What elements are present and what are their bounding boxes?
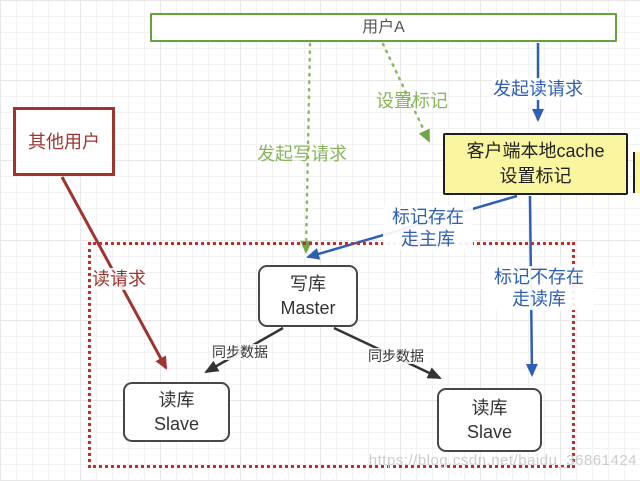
label-sync-data-left: 同步数据 — [211, 344, 269, 360]
node-user-a: 用户A — [150, 13, 617, 42]
node-slave-db-right: 读库 Slave — [437, 388, 542, 452]
node-master-db: 写库 Master — [258, 265, 358, 327]
node-slave-db-left-line1: 读库 — [158, 390, 195, 410]
node-master-db-line1: 写库 — [290, 274, 326, 294]
label-flag-missing-line2: 走读库 — [512, 289, 566, 309]
node-master-db-line2: Master — [280, 298, 336, 318]
node-other-users: 其他用户 — [13, 107, 115, 176]
label-flag-exists-line2: 走主库 — [401, 229, 455, 249]
node-slave-db-right-line1: 读库 — [471, 398, 508, 418]
label-sync-data-right: 同步数据 — [367, 348, 425, 364]
node-client-cache: 客户端本地cache 设置标记 — [443, 133, 628, 195]
label-flag-exists-line1: 标记存在 — [392, 207, 464, 227]
node-user-a-label: 用户A — [362, 18, 405, 36]
node-client-cache-line1: 客户端本地cache — [466, 141, 605, 161]
label-read-request: 读请求 — [91, 268, 147, 290]
arrow-usera-to-master-dotted — [300, 42, 313, 254]
database-cluster-region — [88, 242, 575, 468]
node-other-users-label: 其他用户 — [28, 131, 100, 152]
csdn-watermark: https://blog.csdn.net/baidu_36861424 — [368, 452, 637, 469]
label-initiate-read-request: 发起读请求 — [491, 78, 585, 100]
clipped-box-fragment — [633, 152, 640, 193]
label-flag-missing-line1: 标记不存在 — [494, 267, 584, 287]
label-flag-exists: 标记存在 走主库 — [383, 206, 473, 250]
arrow-usera-to-cache-dotted — [381, 42, 431, 143]
node-slave-db-left: 读库 Slave — [123, 382, 230, 442]
label-set-flag: 设置标记 — [376, 91, 448, 111]
label-flag-missing: 标记不存在 走读库 — [484, 266, 594, 310]
node-slave-db-left-line2: Slave — [153, 414, 200, 434]
node-client-cache-line2: 设置标记 — [499, 166, 572, 186]
label-initiate-write-request: 发起写请求 — [257, 144, 347, 164]
node-slave-db-right-line2: Slave — [466, 422, 513, 442]
